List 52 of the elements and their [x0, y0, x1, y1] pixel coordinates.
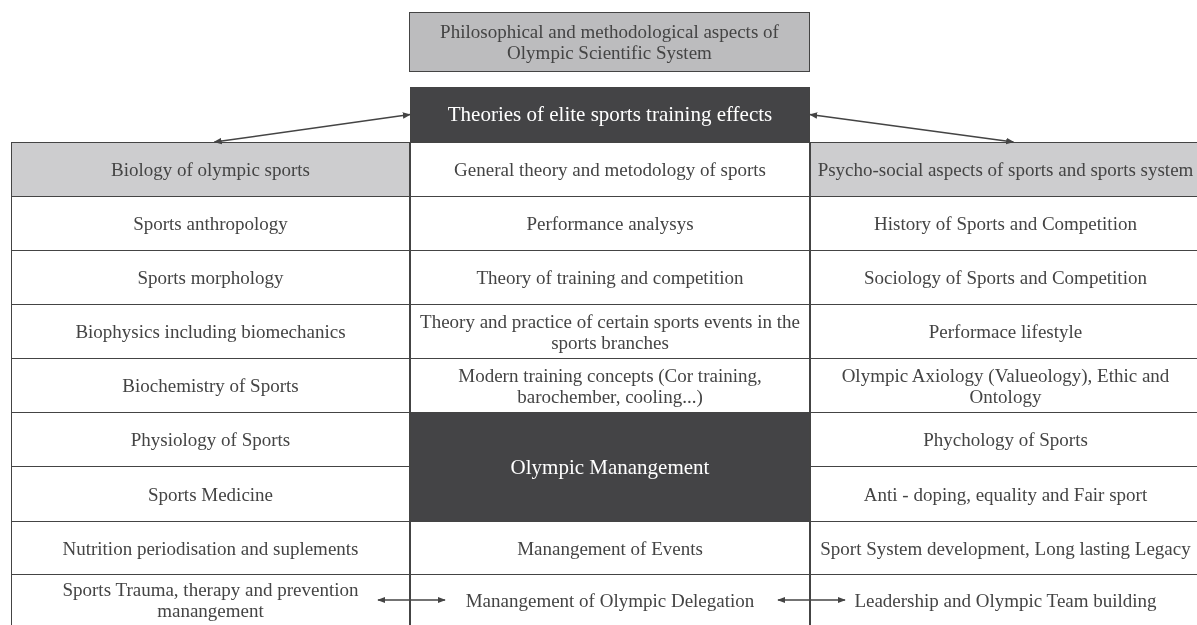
- cell-text: Phychology of Sports: [923, 429, 1088, 450]
- cell-text: Manangement of Olympic Delegation: [465, 589, 755, 611]
- cell-text: Anti - doping, equality and Fair sport: [863, 483, 1148, 505]
- table-cell: [11, 466, 410, 522]
- cell-text: Performance analysys: [526, 213, 694, 234]
- table-cell: [410, 521, 810, 575]
- cell-text: General theory and metodology of sports: [454, 159, 766, 180]
- table-cell: [410, 196, 810, 251]
- cell-text: Biochemistry of Sports: [122, 375, 299, 396]
- cell-text: Biology of olympic sports: [111, 159, 310, 180]
- cell-text: Nutrition periodisation and suplements: [62, 537, 359, 559]
- cell-text: Biophysics including biomechanics: [75, 321, 346, 342]
- double-arrow: [377, 596, 446, 604]
- double-arrow: [213, 112, 411, 145]
- cell-text: Performace lifestyle: [928, 321, 1083, 342]
- cell-text: Physiology of Sports: [130, 429, 291, 450]
- table-cell: [11, 304, 410, 359]
- table-cell: [11, 196, 410, 251]
- table-cell: [11, 412, 410, 467]
- table-cell: [410, 250, 810, 305]
- table-cell: [11, 250, 410, 305]
- cell-text: Olympic Manangement: [510, 456, 710, 478]
- cell-text: Philosophical and methodological aspects of Olympic Scientific System: [439, 21, 780, 63]
- cell-text: History of Sports and Competition: [874, 213, 1137, 234]
- cell-text: Manangement of Events: [517, 537, 703, 559]
- cell-text: Sports anthropology: [133, 213, 288, 234]
- cell-text: Theory of training and competition: [476, 267, 744, 288]
- cell-text: Theory and practice of certain sports events in the sports branches: [419, 310, 801, 353]
- category-header: [810, 142, 1197, 197]
- double-arrow: [777, 596, 846, 604]
- cell-text: Olympic Axiology (Valueology), Ethic and Ontology: [840, 364, 1171, 407]
- title-box: [410, 87, 810, 142]
- cell-text: Modern training concepts (Cor training, barochember, cooling...): [457, 364, 763, 407]
- cell-text: Sports Trauma, therapy and prevention manangement: [61, 579, 360, 621]
- highlight-cell: [410, 412, 810, 522]
- table-cell: [11, 358, 410, 413]
- cell-text: Sports Medicine: [147, 483, 274, 505]
- cell-text: Theories of elite sports training effects: [447, 104, 773, 125]
- cell-text: Sports morphology: [137, 267, 284, 288]
- double-arrow: [809, 112, 1015, 145]
- category-header: [410, 142, 810, 197]
- cell-text: Psycho-social aspects of sports and sports system: [817, 159, 1194, 180]
- category-header: [11, 142, 410, 197]
- table-cell: [410, 574, 810, 625]
- header-box: [409, 12, 810, 72]
- table-cell: [11, 574, 410, 625]
- table-cell: [410, 358, 810, 413]
- table-cell: [11, 521, 410, 575]
- cell-text: Leadership and Olympic Team building: [854, 589, 1157, 611]
- table-cell: [410, 304, 810, 359]
- cell-text: Sport System development, Long lasting Legacy: [820, 537, 1191, 559]
- cell-text: Sociology of Sports and Competition: [864, 267, 1147, 288]
